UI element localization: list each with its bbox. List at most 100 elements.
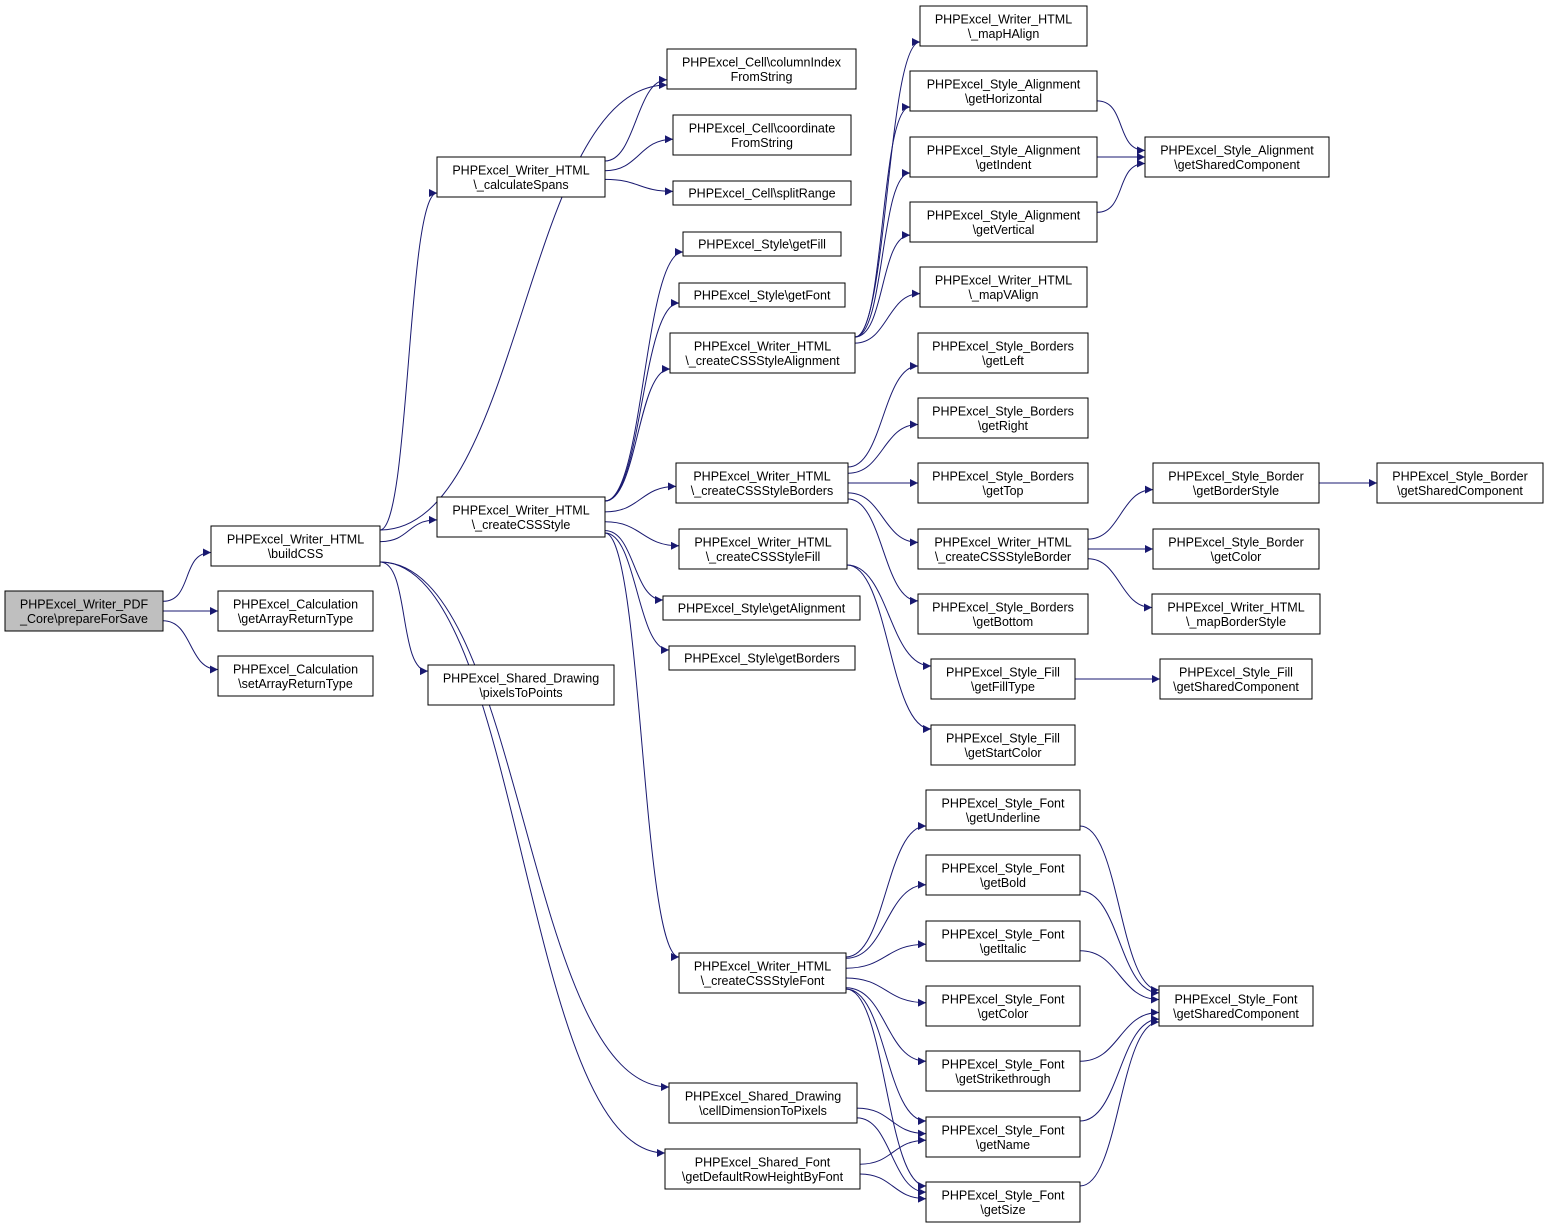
node-label: \_createCSSStyleFill xyxy=(706,550,821,564)
node-buildCSS[interactable]: PHPExcel_Writer_HTML\buildCSS xyxy=(210,525,381,567)
node-label: PHPExcel_Writer_HTML xyxy=(694,339,831,353)
node-createCSSStyleAlignment[interactable]: PHPExcel_Writer_HTML\_createCSSStyleAlig… xyxy=(669,332,856,374)
node-createCSSStyleBorders[interactable]: PHPExcel_Writer_HTML\_createCSSStyleBord… xyxy=(675,462,849,504)
node-borderGetShared[interactable]: PHPExcel_Style_Border\getSharedComponent xyxy=(1376,462,1544,504)
node-box xyxy=(917,332,1089,374)
node-box xyxy=(668,1082,858,1124)
node-label: \getBottom xyxy=(973,615,1033,629)
node-bordersGetTop[interactable]: PHPExcel_Style_Borders\getTop xyxy=(917,462,1089,504)
node-pixelsToPoints[interactable]: PHPExcel_Shared_Drawing\pixelsToPoints xyxy=(427,664,615,706)
node-getDefaultRowHeightByFont[interactable]: PHPExcel_Shared_Font\getDefaultRowHeight… xyxy=(664,1148,861,1190)
node-box xyxy=(1376,462,1544,504)
node-box xyxy=(917,462,1089,504)
node-borderGetColor[interactable]: PHPExcel_Style_Border\getColor xyxy=(1152,528,1320,570)
node-getFill[interactable]: PHPExcel_Style\getFill xyxy=(682,231,842,257)
edge-buildCSS-to-createCSSStyle xyxy=(379,515,438,543)
edge-root-to-buildCSS xyxy=(162,548,212,602)
node-box xyxy=(925,789,1081,831)
node-label: \getSharedComponent xyxy=(1174,158,1300,172)
node-splitRange[interactable]: PHPExcel_Cell\splitRange xyxy=(672,180,852,206)
node-fontGetUnderline[interactable]: PHPExcel_Style_Font\getUnderline xyxy=(925,789,1081,831)
node-alignGetShared[interactable]: PHPExcel_Style_Alignment\getSharedCompon… xyxy=(1144,136,1330,178)
node-getArrayReturnType[interactable]: PHPExcel_Calculation\getArrayReturnType xyxy=(217,590,374,632)
node-createCSSStyle[interactable]: PHPExcel_Writer_HTML\_createCSSStyle xyxy=(436,496,606,538)
edge-createCSSStyleBorder-to-borderGetBorderStyle xyxy=(1087,485,1154,540)
edge-getDefaultRowHeightByFont-to-fontGetName xyxy=(859,1136,927,1165)
node-label: PHPExcel_Style\getBorders xyxy=(684,652,840,666)
node-fillGetFillType[interactable]: PHPExcel_Style_Fill\getFillType xyxy=(930,658,1076,700)
node-getAlignment[interactable]: PHPExcel_Style\getAlignment xyxy=(662,595,861,621)
node-fillGetShared[interactable]: PHPExcel_Style_Fill\getSharedComponent xyxy=(1159,658,1313,700)
node-fontGetItalic[interactable]: PHPExcel_Style_Font\getItalic xyxy=(925,920,1081,962)
node-alignGetHorizontal[interactable]: PHPExcel_Style_Alignment\getHorizontal xyxy=(909,70,1098,112)
node-label: PHPExcel_Style\getFill xyxy=(698,238,826,252)
edge-createCSSStyleBorders-to-createCSSStyleBorder xyxy=(847,492,919,547)
node-getFont[interactable]: PHPExcel_Style\getFont xyxy=(678,282,846,308)
node-label: PHPExcel_Style\getFont xyxy=(694,289,831,303)
node-label: PHPExcel_Style_Font xyxy=(942,796,1066,810)
node-label: \getStrikethrough xyxy=(955,1072,1050,1086)
node-label: PHPExcel_Calculation xyxy=(233,597,358,611)
node-fontGetColor[interactable]: PHPExcel_Style_Font\getColor xyxy=(925,985,1081,1027)
node-label: \getFillType xyxy=(971,680,1035,694)
node-mapBorderStyle[interactable]: PHPExcel_Writer_HTML\_mapBorderStyle xyxy=(1151,593,1321,635)
node-cellDimensionToPixels[interactable]: PHPExcel_Shared_Drawing\cellDimensionToP… xyxy=(668,1082,858,1124)
node-createCSSStyleFont[interactable]: PHPExcel_Writer_HTML\_createCSSStyleFont xyxy=(678,952,847,994)
node-label: PHPExcel_Style_Alignment xyxy=(927,77,1081,91)
node-label: PHPExcel_Style_Border xyxy=(1168,535,1303,549)
edge-createCSSStyleFill-to-fillGetFillType xyxy=(846,564,932,670)
node-label: \getStartColor xyxy=(964,746,1041,760)
node-bordersGetBottom[interactable]: PHPExcel_Style_Borders\getBottom xyxy=(917,593,1089,635)
node-label: \getSize xyxy=(980,1203,1025,1217)
node-label: PHPExcel_Shared_Font xyxy=(695,1155,831,1169)
node-label: PHPExcel_Style_Borders xyxy=(932,600,1074,614)
node-box xyxy=(436,496,606,538)
node-box xyxy=(925,1116,1081,1158)
node-createCSSStyleFill[interactable]: PHPExcel_Writer_HTML\_createCSSStyleFill xyxy=(678,528,848,570)
nodes-layer: PHPExcel_Writer_PDF_Core\prepareForSaveP… xyxy=(4,5,1544,1223)
node-label: PHPExcel_Calculation xyxy=(233,662,358,676)
node-label: PHPExcel_Writer_HTML xyxy=(694,959,831,973)
node-label: PHPExcel_Style\getAlignment xyxy=(678,602,846,616)
node-fontGetName[interactable]: PHPExcel_Style_Font\getName xyxy=(925,1116,1081,1158)
node-borderGetBorderStyle[interactable]: PHPExcel_Style_Border\getBorderStyle xyxy=(1152,462,1320,504)
node-setArrayReturnType[interactable]: PHPExcel_Calculation\setArrayReturnType xyxy=(217,655,374,697)
edge-createCSSStyle-to-getFill xyxy=(604,248,684,502)
node-fontGetBold[interactable]: PHPExcel_Style_Font\getBold xyxy=(925,854,1081,896)
node-box xyxy=(436,156,606,198)
edge-calculateSpans-to-columnIndexFromString xyxy=(604,75,668,162)
node-box xyxy=(672,180,852,206)
edge-createCSSStyle-to-createCSSStyleAlignment xyxy=(604,365,671,502)
node-label: PHPExcel_Writer_HTML xyxy=(935,12,1072,26)
node-fontGetSize[interactable]: PHPExcel_Style_Font\getSize xyxy=(925,1181,1081,1223)
node-alignGetIndent[interactable]: PHPExcel_Style_Alignment\getIndent xyxy=(909,136,1098,178)
node-label: PHPExcel_Style_Font xyxy=(942,861,1066,875)
node-createCSSStyleBorder[interactable]: PHPExcel_Writer_HTML\_createCSSStyleBord… xyxy=(917,528,1089,570)
node-root[interactable]: PHPExcel_Writer_PDF_Core\prepareForSave xyxy=(4,590,164,632)
node-label: PHPExcel_Writer_HTML xyxy=(452,163,589,177)
node-fontGetShared[interactable]: PHPExcel_Style_Font\getSharedComponent xyxy=(1158,985,1314,1027)
node-box xyxy=(909,201,1098,243)
node-label: PHPExcel_Writer_HTML xyxy=(227,532,364,546)
node-box xyxy=(917,397,1089,439)
edge-createCSSStyle-to-createCSSStyleFill xyxy=(604,521,680,550)
node-bordersGetRight[interactable]: PHPExcel_Style_Borders\getRight xyxy=(917,397,1089,439)
node-mapVAlign[interactable]: PHPExcel_Writer_HTML\_mapVAlign xyxy=(919,266,1088,308)
node-label: \pixelsToPoints xyxy=(479,686,562,700)
node-getBorders[interactable]: PHPExcel_Style\getBorders xyxy=(668,645,856,671)
edge-createCSSStyleBorders-to-bordersGetLeft xyxy=(847,362,919,468)
node-bordersGetLeft[interactable]: PHPExcel_Style_Borders\getLeft xyxy=(917,332,1089,374)
node-calculateSpans[interactable]: PHPExcel_Writer_HTML\_calculateSpans xyxy=(436,156,606,198)
edge-createCSSStyleFill-to-fillGetStartColor xyxy=(846,564,932,733)
node-label: PHPExcel_Cell\splitRange xyxy=(688,187,835,201)
node-label: \getHorizontal xyxy=(965,92,1042,106)
node-alignGetVertical[interactable]: PHPExcel_Style_Alignment\getVertical xyxy=(909,201,1098,243)
node-fillGetStartColor[interactable]: PHPExcel_Style_Fill\getStartColor xyxy=(930,724,1076,766)
node-box xyxy=(925,920,1081,962)
node-fontGetStrikethrough[interactable]: PHPExcel_Style_Font\getStrikethrough xyxy=(925,1050,1081,1092)
node-mapHAlign[interactable]: PHPExcel_Writer_HTML\_mapHAlign xyxy=(919,5,1088,47)
node-label: \getTop xyxy=(982,484,1023,498)
